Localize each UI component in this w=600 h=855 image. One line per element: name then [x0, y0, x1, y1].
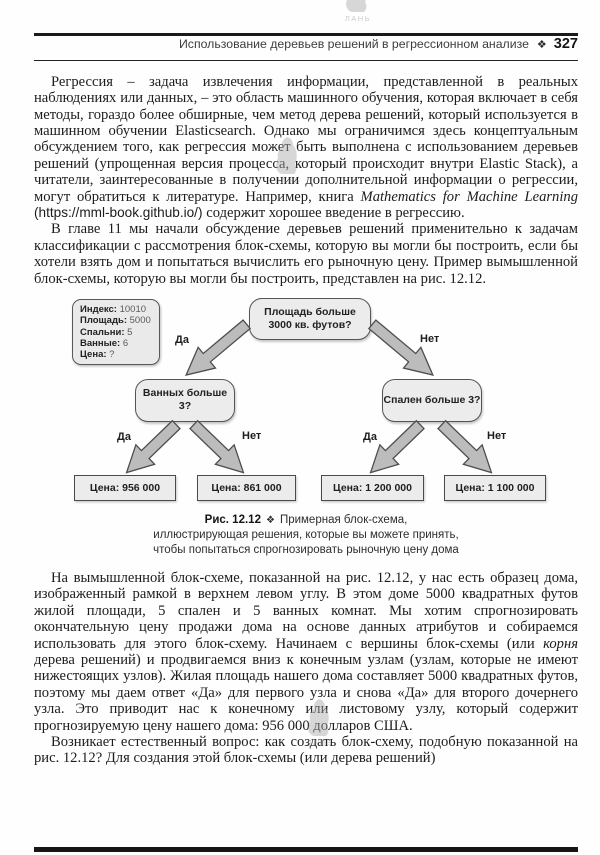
row-label: Ванные:: [80, 337, 121, 349]
caption-text: Примерная блок-схема,: [279, 513, 408, 526]
page-content: Использование деревьев решений в регресс…: [34, 33, 578, 767]
paragraph-text: дерева решений) и продвигаемся вниз к ко…: [34, 652, 578, 734]
sample-row-baths: Ванные: 6: [80, 338, 159, 349]
arrow-bedrooms-yes-icon: [369, 419, 425, 474]
paragraph-chapter11-reference: В главе 11 мы начали обсуждение деревьев…: [34, 221, 578, 287]
row-value: 5000: [129, 315, 151, 327]
paragraph-text: Регрессия – задача извлечения информации…: [34, 73, 578, 205]
arrow-root-no-icon: [367, 319, 434, 376]
leaf-price-861000: Цена: 861 000: [197, 474, 296, 501]
page-number: 327: [553, 35, 578, 52]
branch-label-yes: Да: [117, 430, 131, 443]
diamond-icon: ❖: [265, 514, 275, 526]
caption-line-3: чтобы попытаться спрогнозировать рыночну…: [153, 543, 459, 556]
branch-label-no: Нет: [487, 429, 507, 442]
branch-label-yes: Да: [175, 333, 189, 346]
row-value: 10010: [119, 303, 147, 315]
sample-house-box: Индекс: 10010 Площадь: 5000 Спальни: 5 В…: [72, 298, 160, 366]
diamond-icon: ❖: [536, 38, 547, 51]
sample-row-index: Индекс: 10010: [80, 304, 159, 315]
branch-label-no: Нет: [242, 429, 262, 442]
node-root-area-question: Площадь больше 3000 кв. футов?: [249, 297, 371, 340]
row-value: 5: [127, 326, 133, 338]
caption-line-2: иллюстрирующая решения, которые вы может…: [153, 528, 459, 541]
header-bottom-rule: [34, 59, 578, 61]
arrow-baths-yes-icon: [125, 419, 181, 474]
paragraph-natural-question: Возникает естественный вопрос: как созда…: [34, 734, 578, 767]
sample-row-area: Площадь: 5000: [80, 315, 159, 326]
node-bedrooms-question: Спален больше 3?: [382, 378, 482, 422]
header-top-rule: [34, 33, 578, 36]
arrow-root-yes-icon: [185, 319, 252, 376]
paragraph-flowchart-walkthrough: На вымышленной блок-схеме, показанной на…: [34, 570, 578, 734]
branch-label-no: Нет: [420, 332, 440, 345]
leaf-price-1100000: Цена: 1 100 000: [444, 474, 546, 501]
leaf-price-1200000: Цена: 1 200 000: [321, 474, 424, 501]
node-baths-question: Ванных больше 3?: [135, 378, 235, 422]
arrow-bedrooms-no-icon: [437, 419, 493, 474]
arrow-baths-no-icon: [189, 419, 245, 474]
row-label: Индекс:: [80, 303, 117, 315]
term-italic: корня: [543, 635, 578, 652]
figure-caption: Рис. 12.12 ❖ Примерная блок-схема, иллюстр…: [34, 513, 578, 558]
sample-row-bedrooms: Спальни: 5: [80, 327, 159, 338]
branch-label-yes: Да: [363, 430, 377, 443]
row-label: Площадь:: [80, 315, 127, 327]
page-header: Использование деревьев решений в регресс…: [34, 33, 578, 61]
running-head: Использование деревьев решений в регресс…: [34, 36, 578, 60]
leaf-price-956000: Цена: 956 000: [74, 474, 176, 501]
chapter-title: Использование деревьев решений в регресс…: [178, 36, 529, 51]
paragraph-text: содержит хорошее введение в регрессию.: [206, 204, 465, 221]
caption-line-1: Рис. 12.12 ❖ Примерная блок-схема,: [34, 513, 578, 528]
row-label: Цена:: [80, 349, 107, 361]
paragraph-text: На вымышленной блок-схеме, показанной на…: [34, 569, 578, 652]
row-label: Спальни:: [80, 326, 125, 338]
decision-tree-diagram: Индекс: 10010 Площадь: 5000 Спальни: 5 В…: [34, 297, 578, 507]
sample-row-price: Цена: ?: [80, 349, 159, 360]
row-value: ?: [109, 349, 115, 361]
book-url: (https://mml-book.github.io/): [34, 204, 207, 220]
figure-label: Рис. 12.12: [204, 513, 261, 526]
book-title-italic: Mathematics for Machine Learning: [360, 188, 578, 205]
row-value: 6: [122, 337, 129, 349]
paragraph-regression-intro: Регрессия – задача извлечения информации…: [34, 74, 578, 222]
footer-rule: [34, 847, 578, 852]
